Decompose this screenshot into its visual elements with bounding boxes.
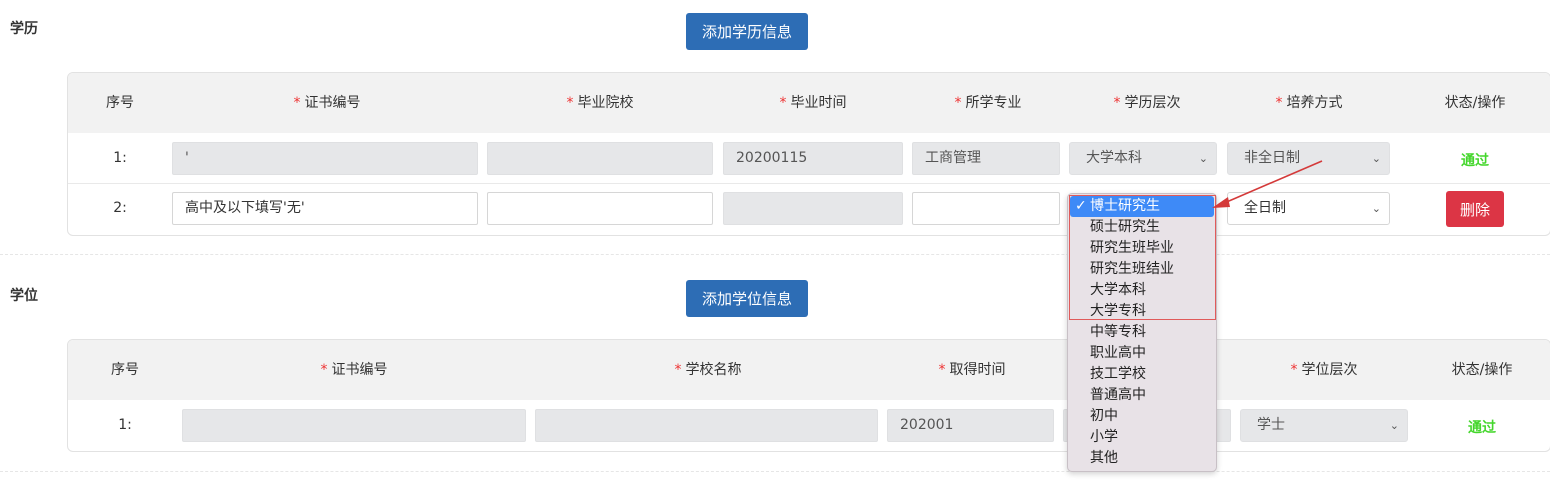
level-select[interactable]: 大学本科⌄ xyxy=(1069,142,1217,175)
status-badge: 通过 xyxy=(1468,420,1496,436)
dropdown-option[interactable]: 小学 xyxy=(1090,429,1118,445)
col-header-major: *所学专业 xyxy=(954,95,1022,111)
mode-select[interactable]: 非全日制⌄ xyxy=(1227,142,1390,175)
col-header-obtain-time: *取得时间 xyxy=(938,362,1006,378)
obtain-time-field[interactable]: 202001 xyxy=(887,409,1054,442)
level-dropdown-menu[interactable]: ✓博士研究生 硕士研究生 研究生班毕业 研究生班结业 大学本科 大学专科 中等专… xyxy=(1067,193,1217,472)
cert-no-field[interactable]: ' xyxy=(172,142,478,175)
check-icon: ✓ xyxy=(1075,198,1087,214)
col-header-index: 序号 xyxy=(111,362,139,378)
col-header-index: 序号 xyxy=(106,95,134,111)
col-header-grad-time: *毕业时间 xyxy=(779,95,847,111)
dropdown-option[interactable]: 大学本科 xyxy=(1090,282,1146,298)
row-divider xyxy=(68,183,1550,184)
dropdown-option[interactable]: 研究生班结业 xyxy=(1090,261,1174,277)
dropdown-option[interactable]: 技工学校 xyxy=(1090,366,1146,382)
col-header-cert-no: *证书编号 xyxy=(293,95,361,111)
dropdown-option[interactable]: 硕士研究生 xyxy=(1090,219,1160,235)
school-field[interactable] xyxy=(487,192,713,225)
col-header-level: *学历层次 xyxy=(1113,95,1181,111)
chevron-down-icon: ⌄ xyxy=(1371,202,1381,215)
dropdown-option[interactable]: 其他 xyxy=(1090,450,1118,466)
col-header-degree-level: *学位层次 xyxy=(1290,362,1358,378)
major-field[interactable]: 工商管理 xyxy=(912,142,1060,175)
school-field[interactable] xyxy=(487,142,713,175)
dropdown-option[interactable]: 普通高中 xyxy=(1090,387,1146,403)
col-header-cert-no: *证书编号 xyxy=(320,362,388,378)
add-education-button[interactable]: 添加学历信息 xyxy=(686,13,808,50)
grad-time-field[interactable]: 20200115 xyxy=(723,142,903,175)
school-field[interactable] xyxy=(535,409,878,442)
degree-table-header: 序号 *证书编号 *学校名称 *取得时间 *学位层次 状态/操作 xyxy=(68,340,1550,400)
education-section-label: 学历 xyxy=(10,21,38,37)
cert-no-field[interactable] xyxy=(182,409,526,442)
col-header-mode: *培养方式 xyxy=(1275,95,1343,111)
col-header-school: *毕业院校 xyxy=(566,95,634,111)
degree-level-select[interactable]: 学士⌄ xyxy=(1240,409,1408,442)
col-header-status: 状态/操作 xyxy=(1451,362,1513,378)
section-divider xyxy=(0,254,1550,255)
dropdown-option[interactable]: 大学专科 xyxy=(1090,303,1146,319)
section-divider xyxy=(0,471,1550,472)
chevron-down-icon: ⌄ xyxy=(1371,152,1381,165)
status-badge: 通过 xyxy=(1461,153,1489,169)
dropdown-option[interactable]: ✓博士研究生 xyxy=(1070,196,1214,217)
dropdown-option[interactable]: 职业高中 xyxy=(1090,345,1146,361)
chevron-down-icon: ⌄ xyxy=(1389,419,1399,432)
col-header-status: 状态/操作 xyxy=(1444,95,1506,111)
add-degree-button[interactable]: 添加学位信息 xyxy=(686,280,808,317)
education-table: 序号 *证书编号 *毕业院校 *毕业时间 *所学专业 *学历层次 *培养方式 状… xyxy=(67,72,1550,236)
major-field[interactable] xyxy=(912,192,1060,225)
grad-time-field[interactable] xyxy=(723,192,903,225)
row-index: 1: xyxy=(113,150,127,166)
dropdown-option[interactable]: 研究生班毕业 xyxy=(1090,240,1174,256)
cert-no-field[interactable]: 高中及以下填写'无' xyxy=(172,192,478,225)
delete-button[interactable]: 删除 xyxy=(1446,191,1504,227)
education-table-header: 序号 *证书编号 *毕业院校 *毕业时间 *所学专业 *学历层次 *培养方式 状… xyxy=(68,73,1550,133)
dropdown-option[interactable]: 初中 xyxy=(1090,408,1118,424)
mode-select[interactable]: 全日制⌄ xyxy=(1227,192,1390,225)
row-index: 2: xyxy=(113,200,127,216)
col-header-school: *学校名称 xyxy=(674,362,742,378)
dropdown-option[interactable]: 中等专科 xyxy=(1090,324,1146,340)
degree-section-label: 学位 xyxy=(10,288,38,304)
chevron-down-icon: ⌄ xyxy=(1198,152,1208,165)
row-index: 1: xyxy=(118,417,132,433)
